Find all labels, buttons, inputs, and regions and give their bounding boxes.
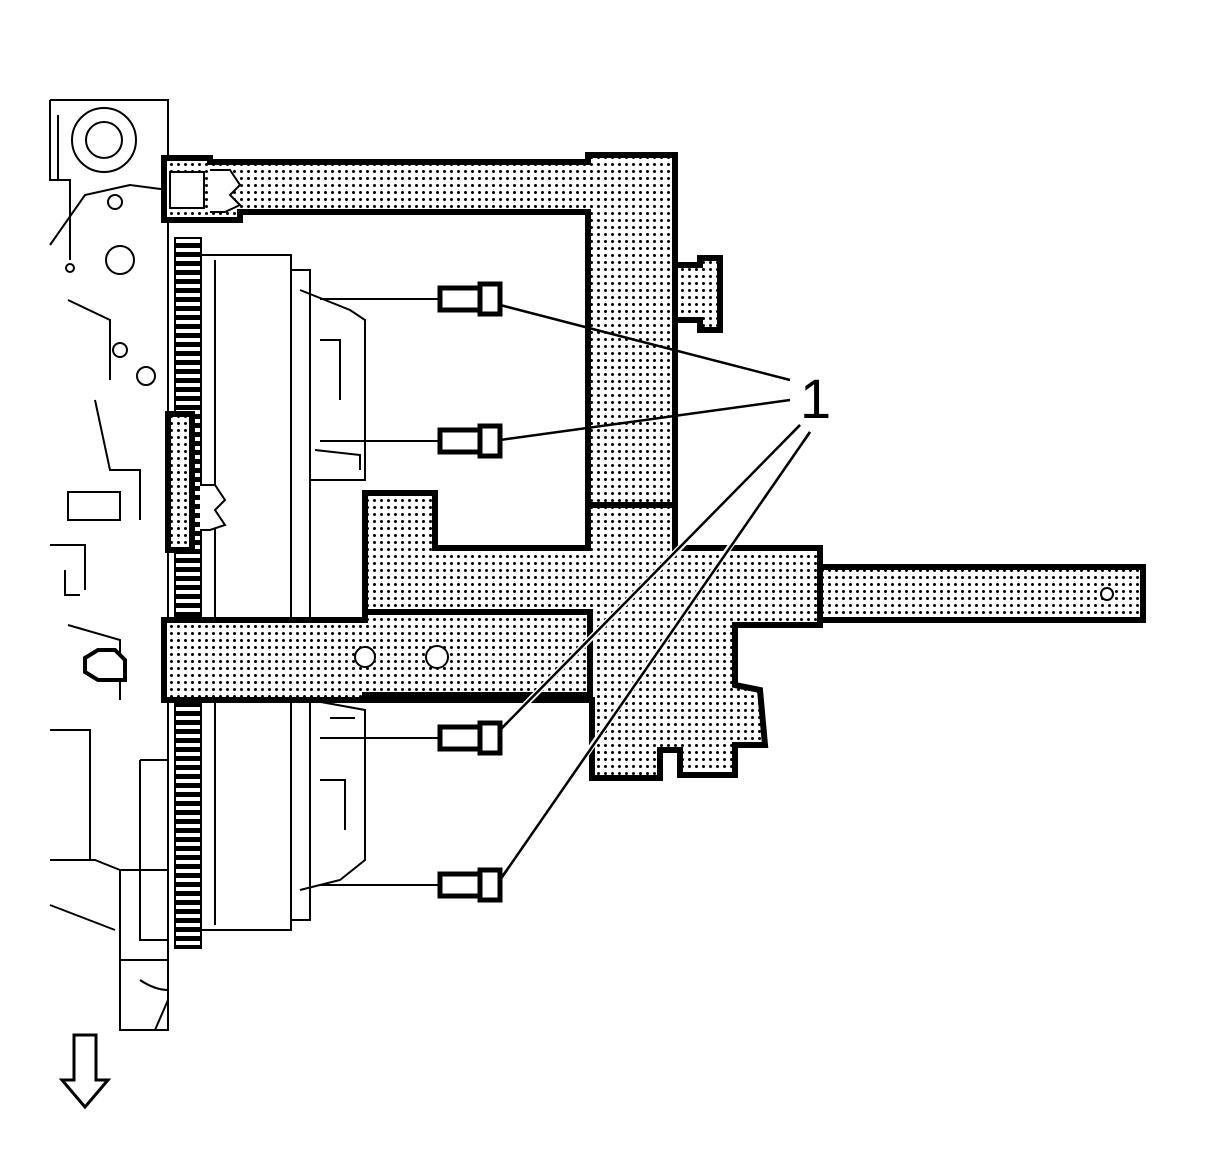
tool-knob	[672, 255, 723, 333]
bolt-lower-2	[320, 867, 503, 903]
flywheel	[174, 237, 366, 949]
tool-hole	[1100, 587, 1114, 601]
tool-pin-2	[425, 645, 449, 669]
bolts	[320, 281, 503, 903]
tool-shaft	[817, 564, 1146, 623]
tool-pin-1	[354, 646, 376, 668]
bolt-upper-2	[320, 423, 503, 459]
tool-long-bar	[161, 609, 593, 703]
down-arrow-icon	[58, 1033, 112, 1110]
callout-label-1: 1	[800, 367, 831, 430]
bolt-lower-1	[320, 720, 503, 756]
engine-block	[49, 99, 169, 1031]
tool-lock-plate	[165, 411, 195, 553]
bolt-upper-1	[320, 281, 503, 317]
